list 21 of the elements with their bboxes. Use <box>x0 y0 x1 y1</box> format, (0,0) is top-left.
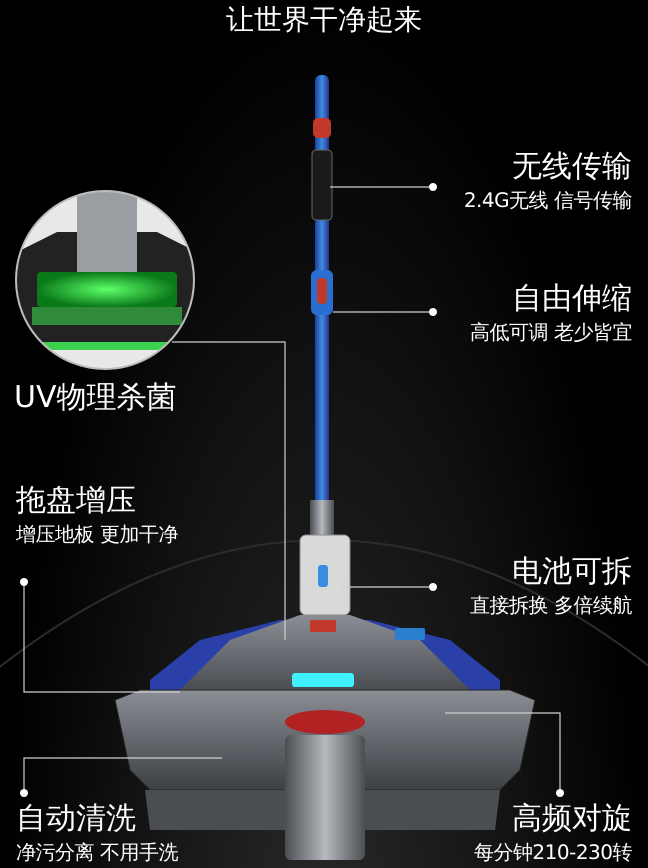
callout-text: 每分钟210-230转 <box>474 840 632 864</box>
callout-text: 2.4G无线 信号传输 <box>464 188 632 212</box>
feature-label: UV物理杀菌 <box>14 380 176 416</box>
leader-line <box>172 341 286 640</box>
callout-heading: 高频对旋 <box>512 802 632 836</box>
leader-line <box>20 578 180 693</box>
leader-line <box>445 712 564 797</box>
callout-heading: 拖盘增压 <box>16 484 136 518</box>
callout-heading: 自动清洗 <box>16 802 136 836</box>
callout-text: 增压地板 更加干净 <box>16 522 178 546</box>
callout-text: 高低可调 老少皆宜 <box>470 320 632 344</box>
callout-heading: 电池可拆 <box>512 555 632 589</box>
callout-text: 直接拆换 多倍续航 <box>470 593 632 617</box>
leader-line <box>20 757 222 797</box>
callout-heading: 自由伸缩 <box>512 282 632 316</box>
title: 让世界干净起来 <box>225 2 423 38</box>
callout-heading: 无线传输 <box>512 150 632 184</box>
leader-line <box>333 308 437 316</box>
leader-line <box>340 583 437 591</box>
leader-line <box>330 183 437 191</box>
callout-text: 净污分离 不用手洗 <box>16 840 178 864</box>
